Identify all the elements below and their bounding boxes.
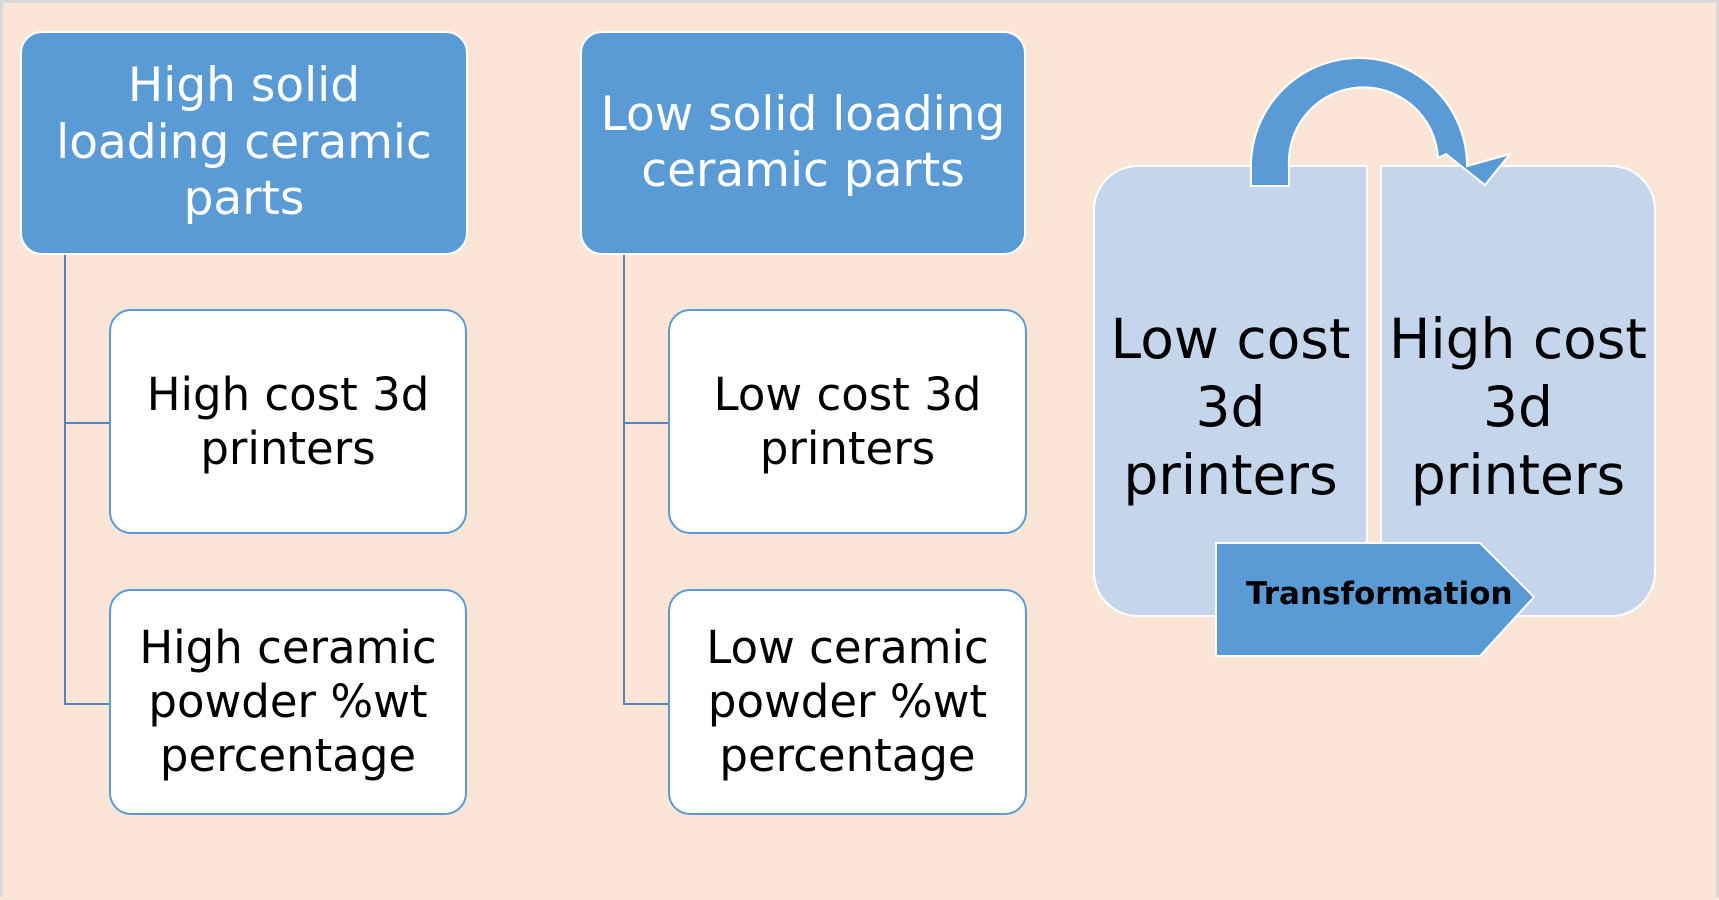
group2-item-1-text: Low cost 3d printers	[713, 367, 982, 475]
transformation-label: Transformation	[1246, 576, 1513, 612]
transform-to-text: High cost 3d printers	[1388, 307, 1647, 508]
group2-connector-vertical	[623, 255, 625, 705]
group1-connector-item2	[64, 703, 110, 705]
group1-item-1: High cost 3d printers	[109, 309, 467, 534]
group2-connector-item2	[623, 703, 669, 705]
group1-connector-vertical	[64, 255, 66, 705]
group2-header-text: Low solid loading ceramic parts	[600, 86, 1006, 198]
group2-item-2-text: Low ceramic powder %wt percentage	[706, 621, 989, 782]
group1-connector-item1	[64, 422, 110, 424]
group1-header: High solid loading ceramic parts	[20, 31, 468, 255]
group2-item-2: Low ceramic powder %wt percentage	[668, 589, 1027, 815]
curved-arrow	[1250, 57, 1513, 187]
transform-from-panel: Low cost 3d printers	[1093, 165, 1368, 617]
group2-connector-item1	[623, 422, 669, 424]
transform-from-text: Low cost 3d printers	[1110, 307, 1351, 508]
group1-item-1-text: High cost 3d printers	[146, 367, 430, 475]
group2-item-1: Low cost 3d printers	[668, 309, 1027, 534]
group1-item-2: High ceramic powder %wt percentage	[109, 589, 467, 815]
group1-header-text: High solid loading ceramic parts	[56, 58, 432, 227]
transform-to-panel: High cost 3d printers	[1380, 165, 1656, 617]
group2-header: Low solid loading ceramic parts	[580, 31, 1026, 255]
group1-item-2-text: High ceramic powder %wt percentage	[139, 621, 437, 782]
transformation-arrow	[1215, 542, 1536, 657]
